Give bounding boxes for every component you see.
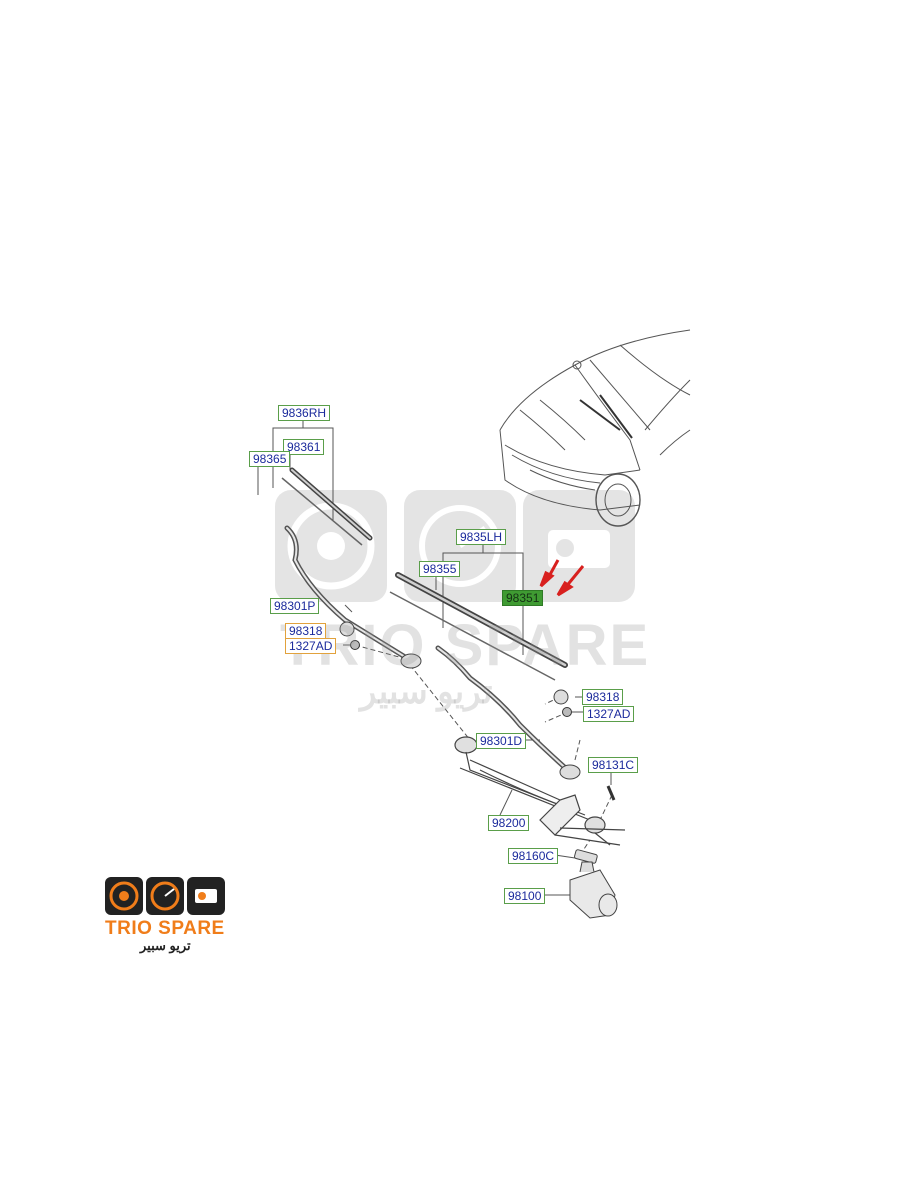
part-label-98200[interactable]: 98200 <box>488 815 530 831</box>
part-label-98100[interactable]: 98100 <box>504 888 546 904</box>
part-label-98355[interactable]: 98355 <box>419 561 461 577</box>
caps-nuts <box>339 621 616 801</box>
part-label-1327AD-rh[interactable]: 1327AD <box>285 638 337 654</box>
part-label-1327AD-lh[interactable]: 1327AD <box>583 706 635 722</box>
part-label-98365[interactable]: 98365 <box>249 451 291 467</box>
part-label-98301P[interactable]: 98301P <box>270 598 320 614</box>
lh-wiper-arm <box>435 645 581 780</box>
part-label-9836RH[interactable]: 9836RH <box>278 405 331 421</box>
part-label-98361[interactable]: 98361 <box>283 439 325 455</box>
part-label-98351-highlighted[interactable]: 98351 <box>502 590 544 606</box>
wiper-linkage <box>454 736 626 846</box>
watermark-arabic: تريو سبير <box>360 673 493 711</box>
rh-wiper-blade <box>281 467 373 546</box>
watermark-icons <box>275 490 635 602</box>
wiper-motor <box>569 861 618 919</box>
red-arrows <box>539 559 585 597</box>
part-label-98131C[interactable]: 98131C <box>588 757 639 773</box>
logo-arabic-text: تريو سبير <box>140 938 191 953</box>
part-label-98318-lh[interactable]: 98318 <box>582 689 624 705</box>
motor-bracket <box>574 849 598 864</box>
lh-wiper-blade <box>389 572 568 681</box>
part-label-9835LH[interactable]: 9835LH <box>456 529 507 545</box>
logo-brand-text: TRIO SPARE <box>105 918 225 939</box>
part-label-98301D[interactable]: 98301D <box>476 733 527 749</box>
rh-wiper-arm <box>284 525 422 669</box>
trio-spare-logo-icons <box>105 877 225 915</box>
part-label-98160C[interactable]: 98160C <box>508 848 559 864</box>
watermark-brand: TRIO SPARE <box>280 613 651 678</box>
car-illustration <box>499 329 691 527</box>
part-label-98318-rh[interactable]: 98318 <box>285 623 327 639</box>
